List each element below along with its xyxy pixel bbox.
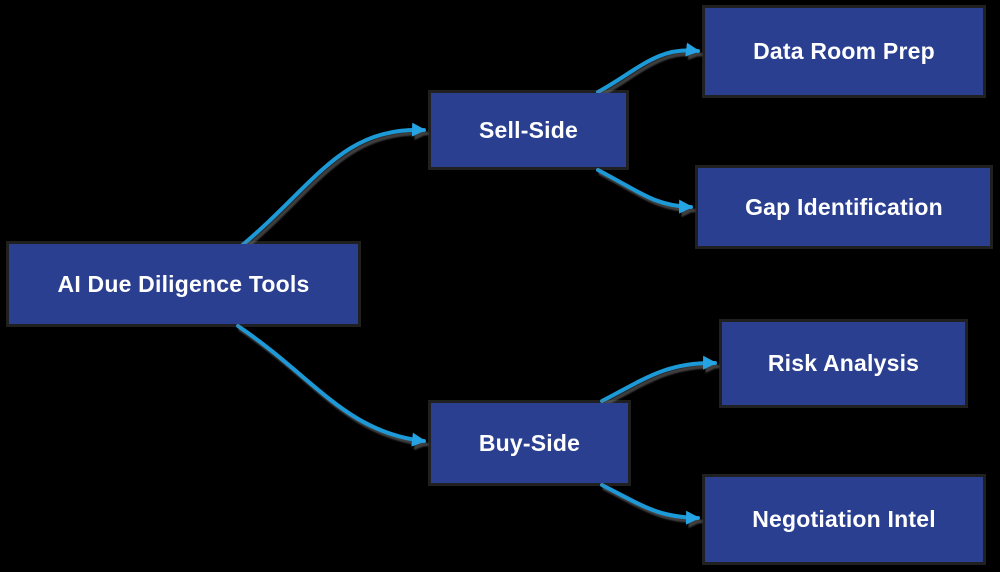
node-data-room-prep: Data Room Prep	[705, 8, 983, 95]
node-gap-identification: Gap Identification	[698, 168, 990, 246]
node-label: Data Room Prep	[753, 38, 935, 64]
node-risk-analysis: Risk Analysis	[722, 322, 965, 405]
node-label: Sell-Side	[479, 116, 578, 143]
connector-buy-side-to-risk-analysis	[600, 355, 717, 403]
node-negotiation-intel: Negotiation Intel	[705, 477, 983, 562]
node-label: Gap Identification	[745, 193, 943, 220]
node-sell-side: Sell-Side	[431, 93, 626, 167]
node-label: Risk Analysis	[767, 350, 920, 376]
connector-sell-side-to-gap-identification	[596, 168, 693, 214]
connector-root-to-sell-side	[238, 122, 426, 249]
connector-sell-side-to-data-room-prep	[596, 42, 700, 94]
node-buy-side: Buy-Side	[431, 403, 628, 483]
node-label: Buy-Side	[478, 429, 581, 456]
node-label: AI Due Diligence Tools	[57, 270, 310, 297]
connector-root-to-buy-side	[236, 324, 426, 447]
node-root-ai-due-diligence-tools: AI Due Diligence Tools	[9, 244, 358, 324]
node-label: Negotiation Intel	[752, 506, 936, 532]
connector-buy-side-to-negotiation-intel	[600, 483, 700, 525]
